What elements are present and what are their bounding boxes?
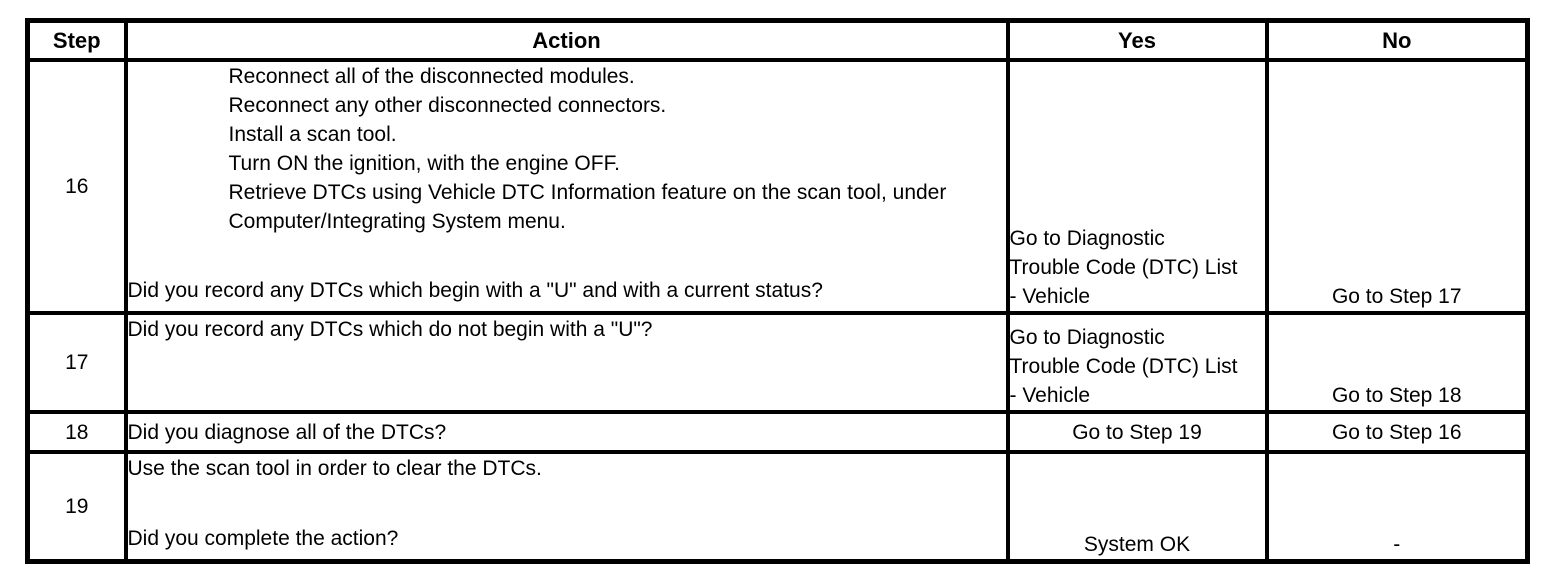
no-text: -: [1393, 532, 1401, 556]
action-question: Did you record any DTCs which begin with…: [127, 279, 823, 302]
diagnostic-table: Step Action Yes No 16 Reconnect all of t…: [25, 18, 1530, 564]
diagnostic-table-container: Step Action Yes No 16 Reconnect all of t…: [25, 18, 1530, 564]
action-instruction-line: Retrieve DTCs using Vehicle DTC Informat…: [228, 181, 947, 233]
action-statement: Use the scan tool in order to clear the …: [127, 457, 542, 480]
yes-cell: Go to Step 19: [1005, 410, 1269, 454]
yes-text: System OK: [1083, 532, 1191, 556]
action-instruction-line: Turn ON the ignition, with the engine OF…: [228, 152, 620, 175]
action-cell: Reconnect all of the disconnected module…: [123, 58, 1010, 315]
step-number: 19: [25, 450, 128, 563]
yes-text: Go to Step 19: [1072, 420, 1202, 444]
action-instruction-line: Reconnect any other disconnected connect…: [228, 94, 667, 117]
yes-cell: Go to Diagnostic Trouble Code (DTC) List…: [1005, 58, 1269, 315]
header-cell-yes: Yes: [1005, 18, 1269, 62]
table-row-step-18: 18 Did you diagnose all of the DTCs? Go …: [25, 410, 1530, 454]
step-number: 17: [25, 311, 128, 414]
action-cell: Did you diagnose all of the DTCs?: [123, 410, 1010, 454]
table-row-step-19: 19 Use the scan tool in order to clear t…: [25, 450, 1530, 563]
no-cell: -: [1264, 450, 1530, 563]
header-cell-no: No: [1264, 18, 1530, 62]
no-text: Go to Step 16: [1331, 420, 1462, 444]
action-question: Did you record any DTCs which do not beg…: [127, 318, 653, 341]
table-row-step-17: 17 Did you record any DTCs which do not …: [25, 311, 1530, 414]
action-instructions: Reconnect all of the disconnected module…: [228, 64, 969, 236]
no-text: Go to Step 18: [1331, 384, 1462, 407]
action-cell: Did you record any DTCs which do not beg…: [123, 311, 1010, 414]
action-question: Did you complete the action?: [127, 527, 399, 550]
no-cell: Go to Step 17: [1264, 58, 1530, 315]
yes-text: Go to Diagnostic Trouble Code (DTC) List…: [1009, 227, 1238, 308]
action-question: Did you diagnose all of the DTCs?: [127, 420, 447, 444]
step-number: 18: [25, 410, 128, 454]
step-number: 16: [25, 58, 128, 315]
action-instruction-line: Install a scan tool.: [228, 123, 397, 146]
yes-cell: Go to Diagnostic Trouble Code (DTC) List…: [1005, 311, 1269, 414]
no-cell: Go to Step 16: [1264, 410, 1530, 454]
no-cell: Go to Step 18: [1264, 311, 1530, 414]
header-cell-action: Action: [123, 18, 1010, 62]
yes-cell: System OK: [1005, 450, 1269, 563]
yes-text: Go to Diagnostic Trouble Code (DTC) List…: [1009, 326, 1238, 407]
header-cell-step: Step: [25, 18, 128, 62]
action-instruction-line: Reconnect all of the disconnected module…: [228, 65, 635, 88]
table-row-step-16: 16 Reconnect all of the disconnected mod…: [25, 58, 1530, 315]
no-text: Go to Step 17: [1331, 285, 1462, 308]
action-cell: Use the scan tool in order to clear the …: [123, 450, 1010, 563]
header-row: Step Action Yes No: [25, 18, 1530, 62]
